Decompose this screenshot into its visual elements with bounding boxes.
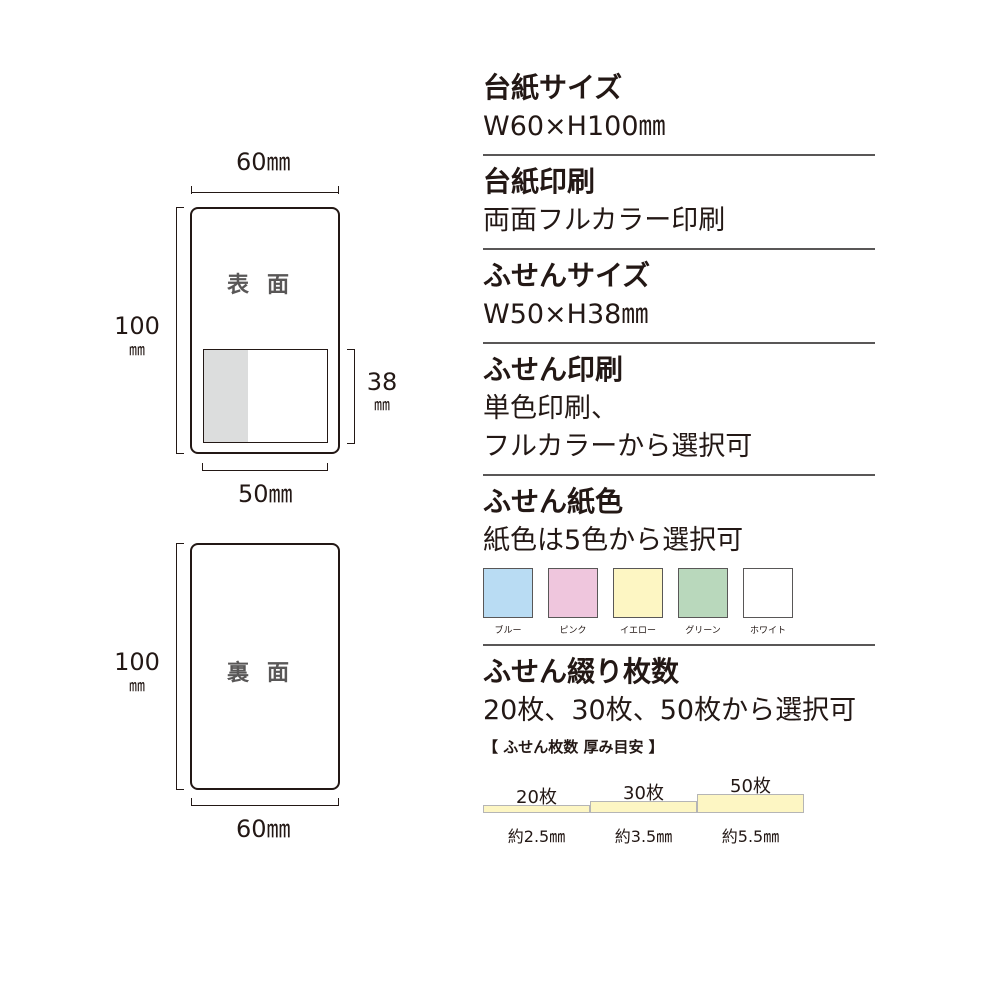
spec-title: ふせんサイズ	[483, 259, 651, 292]
thickness-mm-label: 約2.5㎜	[507, 827, 566, 846]
swatch-box	[613, 568, 663, 618]
swatch-white: ホワイト	[743, 568, 793, 636]
front-face-label: 表面	[227, 273, 308, 298]
back-face-label: 裏面	[227, 661, 308, 686]
thickness-block	[590, 801, 697, 813]
thickness-block	[697, 794, 804, 813]
spec-value: フルカラーから選択可	[483, 431, 753, 462]
sticky-height-line	[354, 349, 355, 444]
swatch-name: ホワイト	[749, 626, 786, 636]
spec-sticky-print: ふせん印刷 単色印刷、 フルカラーから選択可	[483, 344, 875, 476]
back-height-label: 100 ㎜	[114, 648, 160, 695]
spec-sheet-count: ふせん綴り枚数 20枚、30枚、50枚から選択可 【 ふせん枚数 厚み目安 】 …	[483, 646, 875, 865]
spec-value: 両面フルカラー印刷	[483, 205, 726, 236]
swatch-blue: ブルー	[483, 568, 533, 636]
spec-value: W50×H38㎜	[483, 299, 649, 330]
spec-title: ふせん印刷	[483, 353, 624, 386]
swatch-name: イエロー	[620, 626, 656, 636]
spec-mount-print: 台紙印刷 両面フルカラー印刷	[483, 156, 875, 250]
spec-value: 20枚、30枚、50枚から選択可	[483, 695, 857, 726]
swatch-green: グリーン	[678, 568, 728, 636]
thickness-mm-label: 約3.5㎜	[614, 827, 673, 846]
color-swatches: ブルー ピンク イエロー グリーン ホワイト	[483, 568, 875, 636]
swatch-name: グリーン	[685, 626, 721, 636]
sticky-glue-strip	[204, 350, 248, 442]
spec-title: ふせん綴り枚数	[483, 655, 680, 688]
swatch-box	[743, 568, 793, 618]
spec-list: 台紙サイズ W60×H100㎜ 台紙印刷 両面フルカラー印刷 ふせんサイズ W5…	[483, 62, 875, 865]
back-width-label: 60㎜	[236, 815, 291, 843]
spec-value: 紙色は5色から選択可	[483, 525, 744, 556]
spec-value: 単色印刷、	[483, 393, 618, 424]
thickness-chart: 20枚約2.5㎜ 30枚約3.5㎜ 50枚約5.5㎜	[483, 757, 875, 857]
thickness-mm-label: 約5.5㎜	[721, 827, 780, 846]
sticky-width-line	[202, 470, 328, 471]
thickness-block	[483, 804, 590, 813]
thickness-title: 【 ふせん枚数 厚み目安 】	[483, 738, 664, 756]
sticky-width-label: 50㎜	[238, 480, 293, 508]
sticky-note-pad	[203, 349, 328, 443]
back-width-line	[191, 805, 339, 806]
thickness-count-label: 30枚	[623, 783, 664, 805]
spec-paper-color: ふせん紙色 紙色は5色から選択可 ブルー ピンク イエロー グリーン ホワイト	[483, 476, 875, 646]
sticky-height-label: 38 ㎜	[366, 368, 398, 414]
front-width-line	[191, 192, 339, 193]
swatch-box	[548, 568, 598, 618]
back-height-line	[176, 543, 177, 790]
spec-sticky-size: ふせんサイズ W50×H38㎜	[483, 250, 875, 344]
spec-value: W60×H100㎜	[483, 111, 666, 142]
thickness-count-label: 20枚	[516, 786, 557, 808]
card-diagram: 60㎜ 100 ㎜ 表面 38 ㎜ 50㎜ 100 ㎜ 裏面 60㎜	[0, 0, 470, 1000]
swatch-name: ピンク	[559, 626, 587, 636]
back-card: 裏面	[190, 543, 340, 790]
spec-title: 台紙サイズ	[483, 71, 623, 104]
spec-title: ふせん紙色	[483, 485, 624, 518]
swatch-pink: ピンク	[548, 568, 598, 636]
swatch-name: ブルー	[494, 626, 522, 636]
front-card: 表面	[190, 207, 340, 454]
swatch-box	[678, 568, 728, 618]
thickness-count-label: 50枚	[730, 776, 771, 798]
front-height-line	[176, 207, 177, 454]
spec-title: 台紙印刷	[483, 165, 596, 198]
swatch-box	[483, 568, 533, 618]
front-width-label: 60㎜	[236, 148, 291, 176]
swatch-yellow: イエロー	[613, 568, 663, 636]
front-height-label: 100 ㎜	[114, 312, 160, 359]
spec-mount-size: 台紙サイズ W60×H100㎜	[483, 62, 875, 156]
